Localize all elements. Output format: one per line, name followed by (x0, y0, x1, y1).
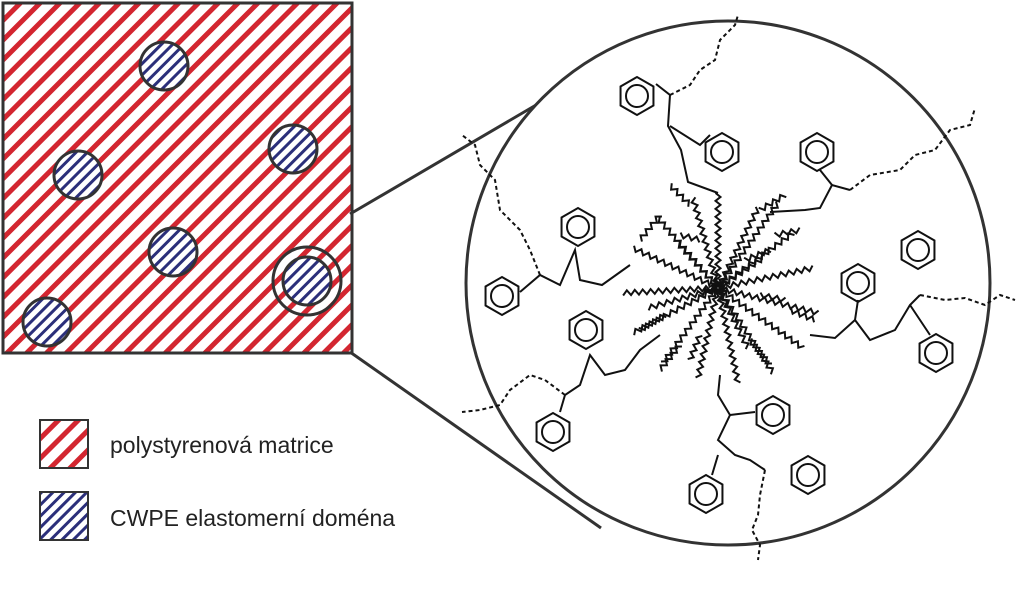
benzene-ring-inner (490, 284, 514, 308)
benzene-ring-inner (710, 140, 734, 164)
benzene-ring-inner (761, 403, 785, 427)
polymer-chain-continuation (849, 107, 976, 191)
elastomer-chain (622, 284, 719, 297)
elastomer-chain (758, 193, 787, 212)
polystyrene-graft (819, 169, 833, 186)
elastomer-chain (749, 338, 772, 365)
polymer-chain-continuation (750, 469, 766, 561)
elastomer-chain (679, 232, 701, 243)
elastomer-chain (659, 345, 682, 372)
elastomer-domain (281, 255, 333, 307)
polystyrene-graft (729, 411, 756, 416)
polymer-chain-continuation (461, 373, 566, 413)
elastomer-chain (715, 201, 780, 288)
elastomer-chain (638, 313, 667, 332)
benzene-ring-inner (846, 271, 870, 295)
elastomer-chain (743, 247, 772, 263)
elastomer-chain (714, 286, 741, 384)
matrix-legend-label: polystyrenová matrice (110, 432, 334, 458)
elastomer-chain (633, 286, 720, 336)
benzene-ring (840, 262, 876, 304)
elastomer-chain (718, 285, 805, 350)
benzene-ring (799, 131, 835, 173)
elastomer-chain (669, 183, 691, 207)
elastomer-chain (687, 334, 703, 361)
benzene-ring-inner (924, 341, 948, 365)
benzene-ring-inner (566, 215, 590, 239)
polymer-chain-continuation (461, 134, 541, 276)
elastomer-chain (715, 206, 760, 288)
elastomer-domain (52, 149, 104, 201)
elastomer-domain (147, 226, 199, 278)
star-branched-copolymer (461, 14, 1016, 561)
benzene-ring-inner (805, 140, 829, 164)
elastomer-chain (695, 287, 721, 379)
elastomer-domains (21, 40, 333, 348)
elastomer-chain (717, 285, 820, 317)
elastomer-chain (773, 227, 801, 239)
benzene-ring-inner (796, 463, 820, 487)
benzene-ring-inner (574, 318, 598, 342)
benzene-ring (619, 75, 655, 117)
zoom-selection-circle (271, 245, 343, 317)
benzene-ring-inner (694, 482, 718, 506)
elastomer-chain (716, 286, 775, 375)
elastomer-chain (677, 241, 719, 290)
elastomer-chain (690, 196, 721, 290)
benzene-ring (900, 229, 936, 271)
elastomer-chain (647, 285, 720, 311)
matrix-swatch (39, 419, 89, 469)
polystyrene-graft (909, 304, 931, 336)
elastomer-chain (716, 286, 750, 350)
polymer-chain-continuation (919, 293, 1016, 307)
benzene-ring (484, 275, 520, 317)
polystyrene-graft (669, 125, 711, 147)
elastomer-chain (633, 245, 718, 291)
elastomer-chain (639, 215, 662, 242)
elastomer-domain (267, 123, 319, 175)
benzene-ring (568, 309, 604, 351)
benzene-ring (560, 206, 596, 248)
benzene-ring (918, 332, 954, 374)
elastomer-chain (713, 192, 723, 289)
elastomer-domain (138, 40, 190, 92)
benzene-ring (688, 473, 724, 515)
benzene-ring-inner (541, 420, 565, 444)
benzene-ring (535, 411, 571, 453)
elastomer-chain (716, 265, 814, 292)
domain-swatch (39, 491, 89, 541)
benzene-ring (790, 454, 826, 496)
polystyrene-graft (716, 374, 766, 471)
elastomer-chain (660, 288, 721, 363)
benzene-ring (755, 394, 791, 436)
benzene-ring-inner (906, 238, 930, 262)
polystyrene-graft (769, 183, 851, 213)
polystyrene-graft (559, 334, 661, 413)
polymer-chain-continuation (669, 14, 739, 96)
domain-legend-label: CWPE elastomerní doména (110, 505, 395, 531)
polystyrene-graft (854, 299, 859, 321)
magnified-view (461, 14, 1016, 561)
elastomer-domain (21, 296, 73, 348)
polystyrene-graft (655, 83, 719, 194)
elastomer-chain (789, 307, 816, 323)
benzene-ring-inner (625, 84, 649, 108)
matrix-panel (1, 1, 354, 355)
benzene-ring (704, 131, 740, 173)
elastomer-chain (759, 292, 787, 304)
polystyrene-graft (711, 454, 719, 476)
legend: polystyrenová matrice CWPE elastomerní d… (39, 419, 395, 541)
elastomer-chain (716, 255, 763, 290)
